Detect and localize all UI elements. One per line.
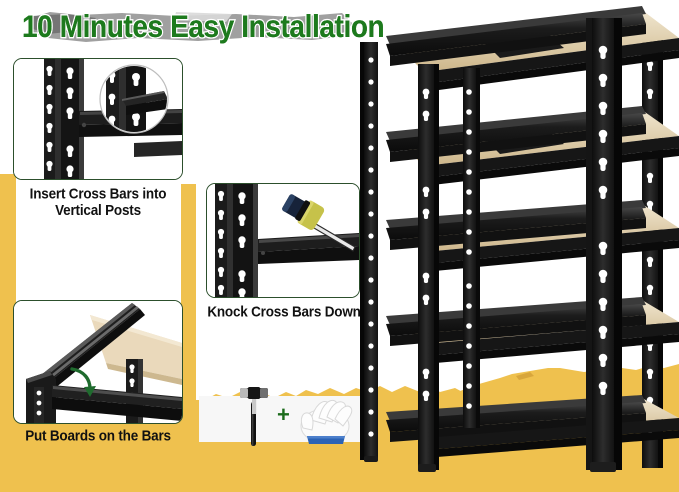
step-2-caption: Knock Cross Bars Down <box>207 303 361 320</box>
page-title-outline: 10 Minutes Easy Installation <box>21 8 386 46</box>
tools-graphic <box>240 387 353 446</box>
rack-post-mid-rear <box>463 68 480 268</box>
tool-gloves-icon <box>300 400 353 444</box>
step-2-illustration-panel[interactable] <box>206 183 360 298</box>
rack-post-front-right <box>586 18 622 472</box>
brush-stroke-decoration <box>28 12 352 42</box>
green-arrow-icon <box>70 367 96 397</box>
rack-post-mid-rear-lower <box>463 268 480 428</box>
rack-post-rear-left <box>360 42 378 462</box>
step-1-caption-line2: Vertical Posts <box>55 201 141 219</box>
step-3-caption: Put Boards on the Bars <box>25 427 171 444</box>
step-1-caption: Insert Cross Bars into Vertical Posts <box>0 185 196 219</box>
page-title: 10 Minutes Easy Installation <box>22 9 385 44</box>
step-3-illustration-panel[interactable] <box>13 300 183 424</box>
title-banner: 10 Minutes Easy Installation 10 Minutes … <box>8 4 386 50</box>
mallet-graphic <box>282 194 356 252</box>
tool-mallet-icon <box>240 387 268 446</box>
step-1-caption-line1: Insert Cross Bars into <box>29 185 167 202</box>
knock-cross-bars-illustration <box>207 184 359 297</box>
product-shelving-unit <box>360 6 679 472</box>
rack-post-front-left <box>418 64 439 472</box>
insert-cross-bars-illustration <box>14 59 182 179</box>
plus-separator: + <box>277 402 290 427</box>
put-boards-on-bars-illustration <box>14 301 182 423</box>
step-1-illustration-panel[interactable] <box>13 58 183 180</box>
